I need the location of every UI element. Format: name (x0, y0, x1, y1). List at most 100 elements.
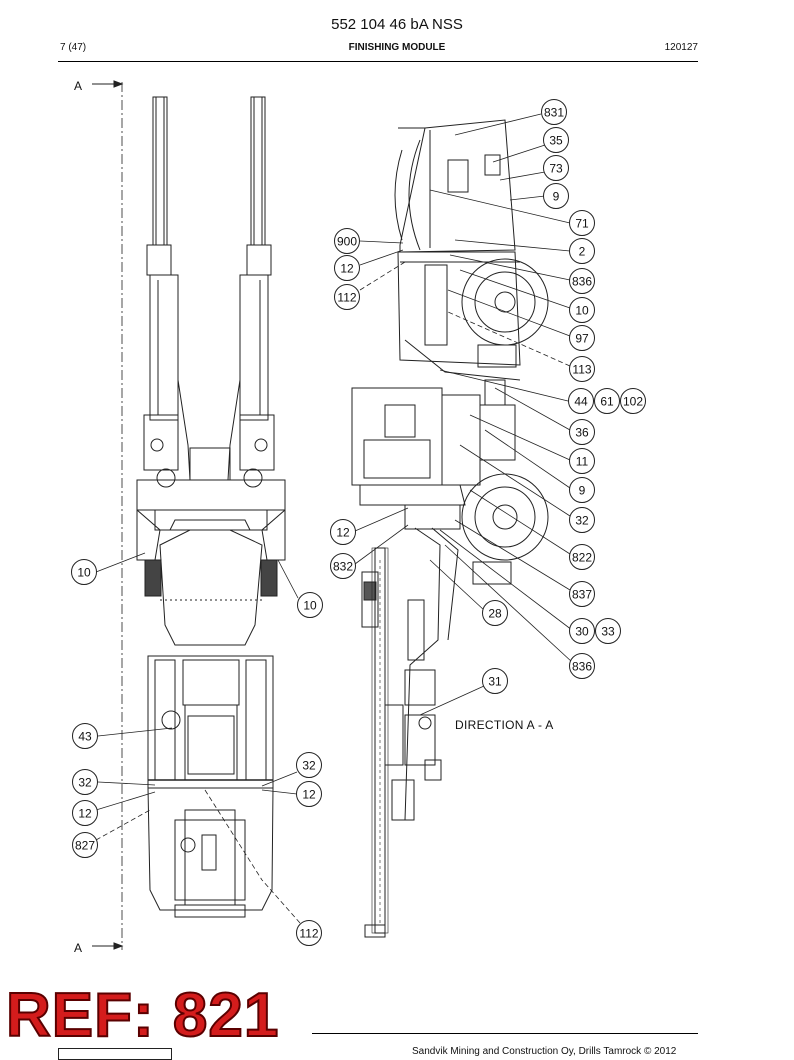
leader-35 (492, 144, 546, 163)
leader-831 (454, 113, 542, 136)
callout-circle-side-2 (543, 155, 569, 181)
callout-label-side-10: 10 (575, 304, 589, 318)
callout-label-side-23: 837 (572, 588, 592, 602)
leader-832 (354, 524, 409, 565)
callout-label-side-11: 97 (575, 332, 589, 346)
callout-circle-top-8 (296, 920, 322, 946)
leader-2 (454, 239, 571, 252)
callout-circle-side-4 (569, 210, 595, 236)
leader-112-bottom (261, 879, 301, 924)
footer-logo (58, 1048, 172, 1060)
footer-copyright: Sandvik Mining and Construction Oy, Dril… (412, 1046, 677, 1057)
leader-44 (439, 369, 569, 402)
leader-32-left (97, 781, 156, 786)
page-number: 7 (47) (60, 42, 87, 53)
callout-circle-side-23 (569, 581, 595, 607)
callout-label-top-2: 43 (78, 730, 92, 744)
leader-43 (97, 727, 173, 737)
document-title: 552 104 46 bA NSS (331, 16, 463, 33)
section-mark-bottom: A (74, 941, 83, 955)
callout-label-side-15: 102 (623, 395, 643, 409)
callout-circle-side-17 (569, 448, 595, 474)
leader-9-mid (484, 429, 571, 489)
callout-label-side-17: 11 (576, 455, 589, 469)
leader-28 (429, 559, 486, 612)
callout-circle-side-0 (541, 99, 567, 125)
leader-36 (494, 387, 571, 431)
callout-circle-side-27 (569, 653, 595, 679)
leader-10-right (277, 559, 299, 599)
leader-112-side (359, 261, 406, 291)
callout-circle-side-28 (482, 668, 508, 694)
leader-112-bottom-ext (204, 789, 263, 881)
callout-circle-side-5 (334, 228, 360, 254)
leader-837 (454, 519, 571, 591)
callout-label-side-26: 33 (601, 625, 615, 639)
callout-circle-side-24 (482, 600, 508, 626)
leader-12-side-mid (354, 507, 409, 532)
callout-label-side-18: 9 (579, 484, 586, 498)
leader-12-side-top (359, 249, 404, 266)
callout-label-top-6: 32 (302, 759, 316, 773)
callout-label-side-7: 12 (340, 262, 354, 276)
callout-label-side-16: 36 (575, 426, 589, 440)
callout-circle-side-19 (569, 507, 595, 533)
leader-113 (447, 311, 571, 367)
header-rule (58, 61, 698, 62)
document-date: 120127 (664, 42, 698, 53)
callout-label-side-4: 71 (575, 217, 589, 231)
callout-label-side-27: 836 (572, 660, 592, 674)
leader-836-bottom (444, 544, 573, 663)
callout-circle-top-4 (72, 800, 98, 826)
callout-circle-side-8 (569, 268, 595, 294)
callout-circle-side-13 (568, 388, 594, 414)
leader-11 (469, 414, 571, 461)
callout-label-side-14: 61 (600, 395, 614, 409)
callout-label-side-8: 836 (572, 275, 592, 289)
callout-circle-side-18 (569, 477, 595, 503)
callout-label-top-7: 12 (302, 788, 316, 802)
footer-rule (312, 1033, 698, 1034)
callout-label-side-24: 28 (488, 607, 502, 621)
callout-circle-side-1 (543, 127, 569, 153)
callout-label-side-25: 30 (575, 625, 589, 639)
leader-12-left (95, 791, 156, 811)
callout-circle-side-7 (334, 255, 360, 281)
ref-stamp: REF: 821 (5, 981, 280, 1050)
callout-label-side-1: 35 (549, 134, 563, 148)
section-title: FINISHING MODULE (348, 42, 446, 53)
side-view-boom (351, 379, 549, 938)
callout-circle-side-3 (543, 183, 569, 209)
callout-label-side-21: 822 (572, 551, 592, 565)
callout-circle-top-2 (72, 723, 98, 749)
callout-circle-side-25 (569, 618, 595, 644)
callout-circle-side-22 (330, 553, 356, 579)
callout-circle-side-26 (595, 618, 621, 644)
callout-circle-top-5 (72, 832, 98, 858)
callout-circle-side-12 (569, 356, 595, 382)
callout-label-side-9: 112 (337, 291, 356, 305)
callout-label-side-13: 44 (574, 395, 588, 409)
callout-circle-side-6 (569, 238, 595, 264)
top-view-machine (136, 96, 286, 918)
callout-circle-side-11 (569, 325, 595, 351)
leader-827 (95, 809, 151, 841)
callout-label-side-2: 73 (549, 162, 563, 176)
leader-97 (447, 289, 571, 337)
callout-circle-side-14 (594, 388, 620, 414)
leader-31 (419, 685, 485, 716)
callout-label-top-8: 112 (299, 927, 318, 941)
callout-circle-top-6 (296, 752, 322, 778)
callout-circle-side-15 (620, 388, 646, 414)
callout-label-side-28: 31 (488, 675, 502, 689)
leader-32-right (261, 771, 298, 787)
callout-label-side-12: 113 (572, 363, 591, 377)
side-view-cabin (394, 119, 549, 381)
callout-label-top-5: 827 (75, 839, 95, 853)
callout-bubbles: 1010433212827321211283135739719002128361… (71, 99, 646, 946)
callout-circle-side-21 (569, 544, 595, 570)
leader-10-side (459, 269, 571, 309)
view-direction-label: DIRECTION A - A (455, 718, 554, 732)
callout-label-side-6: 2 (579, 245, 586, 259)
